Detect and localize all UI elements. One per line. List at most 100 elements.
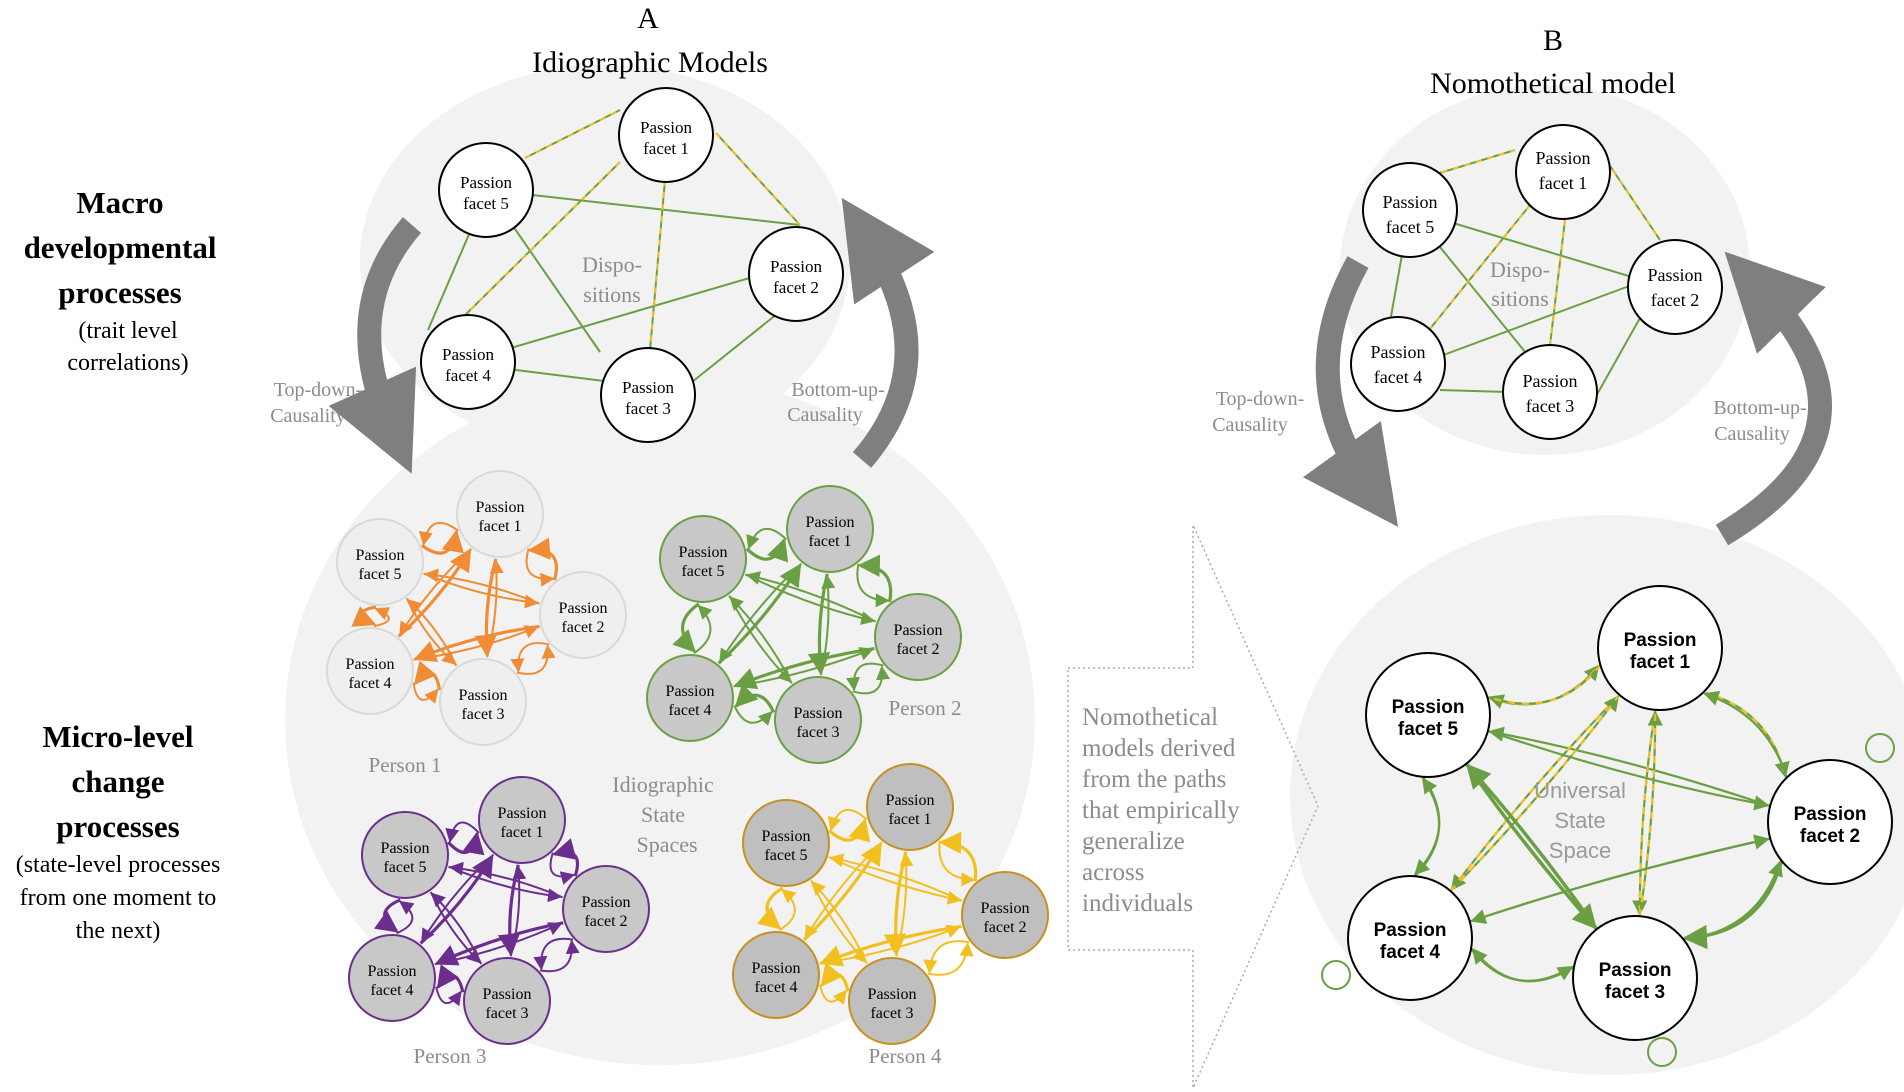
edge-arrow xyxy=(1469,834,1770,923)
b-node-facet-2: Passion facet 2 xyxy=(1627,239,1723,335)
node-label-line1: Passion xyxy=(752,960,801,977)
idio-state-2: State xyxy=(641,802,685,827)
a-node-facet-1: Passion facet 1 xyxy=(618,87,714,183)
edge-arrow xyxy=(1703,690,1788,779)
network-b-dispositions: Passion facet 1 Passion facet 5 Passion … xyxy=(1350,124,1723,440)
node-circle xyxy=(1347,875,1473,1001)
edge-arrow xyxy=(1414,776,1441,876)
edge-arrow xyxy=(672,602,700,653)
middle-arrow-text: Nomothetical models derived from the pat… xyxy=(1082,704,1240,917)
node-circle xyxy=(1365,652,1491,778)
b-node-label-4b: facet 4 xyxy=(1374,367,1422,387)
middle-text-4: that empirically xyxy=(1082,797,1240,824)
node-circle xyxy=(348,934,436,1022)
top-down-label-a-2: Causality xyxy=(270,405,346,427)
edge-arrow-dash xyxy=(1449,695,1620,892)
node-label-line2: facet 2 xyxy=(584,913,627,930)
a-disp-nodes: Passion facet 1 Passion facet 5 Passion … xyxy=(420,87,844,443)
node-label-line2: facet 3 xyxy=(461,706,504,723)
panel-a-title: Idiographic Models xyxy=(532,46,768,79)
b-node-label-4a: Passion xyxy=(1370,342,1425,362)
node-circle xyxy=(336,518,424,606)
a-edge-5-1-dash xyxy=(524,109,621,159)
person3-label: Person 3 xyxy=(414,1044,487,1068)
node-circle xyxy=(874,593,962,681)
node-label-line1: Passion xyxy=(381,840,430,857)
edge-arrow xyxy=(1487,729,1770,811)
edge-arrow xyxy=(733,647,875,689)
panel-a-letter: A xyxy=(637,2,659,35)
edge-arrow xyxy=(516,644,556,675)
edge-arrow xyxy=(852,665,890,695)
edge-arrow xyxy=(430,892,483,965)
a-node-circle xyxy=(600,347,696,443)
edge-arrow xyxy=(895,852,914,957)
edge-arrow xyxy=(846,662,884,692)
bottom-up-label-b-1: Bottom-up- xyxy=(1713,397,1806,419)
edge-arrow xyxy=(510,642,550,673)
node-circle xyxy=(866,763,954,851)
node-label-line1: Passion xyxy=(1392,697,1465,718)
edges-person2 xyxy=(672,527,893,726)
b-edge-5-1-dash xyxy=(1429,149,1516,177)
edge-arrow xyxy=(419,854,494,945)
causality-labels: Top-down- Causality Bottom-up- Causality… xyxy=(270,379,1806,445)
idio-state-3: Spaces xyxy=(636,832,697,857)
node-label-line1: Passion xyxy=(794,705,843,722)
node-circle xyxy=(1597,585,1723,711)
edge-arrow xyxy=(819,924,961,965)
micro-line-3: processes xyxy=(56,809,179,844)
bottom-up-label-b-2: Causality xyxy=(1714,423,1790,445)
b-edge-4-2 xyxy=(1429,281,1641,361)
node-label-line2: facet 5 xyxy=(358,566,401,583)
b-dispositions-label-1: Dispo- xyxy=(1490,257,1550,282)
middle-text-6: across xyxy=(1082,859,1144,886)
a-edge-1-3-dash xyxy=(649,179,666,351)
edge-arrow xyxy=(445,821,480,843)
node-circle xyxy=(961,871,1049,959)
node-label-line2: facet 3 xyxy=(796,724,839,741)
person1-label: Person 1 xyxy=(369,753,442,777)
node-label-line2: facet 2 xyxy=(983,919,1026,936)
a-node-label-4b: facet 4 xyxy=(445,366,491,385)
edge-arrow xyxy=(733,647,874,688)
edge-arrow xyxy=(938,831,978,882)
node-circle xyxy=(439,658,527,746)
b-edge-1-3-dash xyxy=(1549,219,1566,346)
node-label-line1: Passion xyxy=(582,894,631,911)
a-node-label-2a: Passion xyxy=(770,257,822,276)
a-node-facet-5: Passion facet 5 xyxy=(438,142,534,238)
node-label-line1: Passion xyxy=(1599,960,1672,981)
universal-1: Universal xyxy=(1534,778,1626,803)
a-node-label-5a: Passion xyxy=(460,173,512,192)
b-dispositions-label-2: sitions xyxy=(1491,286,1548,311)
node-label-line2: facet 5 xyxy=(1398,719,1459,740)
edge-arrow xyxy=(373,607,391,628)
a-node-label-4a: Passion xyxy=(442,345,494,364)
b-edge-2-3 xyxy=(1594,317,1641,399)
micro-sub-3: the next) xyxy=(76,918,161,944)
universal-label: Universal State Space xyxy=(1534,778,1626,863)
edge-arrow-dash xyxy=(1638,709,1657,915)
node-label-line2: facet 4 xyxy=(1380,942,1441,963)
node-label-line1: Passion xyxy=(894,622,943,639)
b-node-facet-3: Passion facet 3 xyxy=(1502,344,1598,440)
edge-arrow xyxy=(811,880,868,965)
edge-arrow xyxy=(923,940,970,974)
node-label-line2: facet 1 xyxy=(888,811,931,828)
b-node-label-2b: facet 2 xyxy=(1651,290,1699,310)
node-circle xyxy=(539,571,627,659)
